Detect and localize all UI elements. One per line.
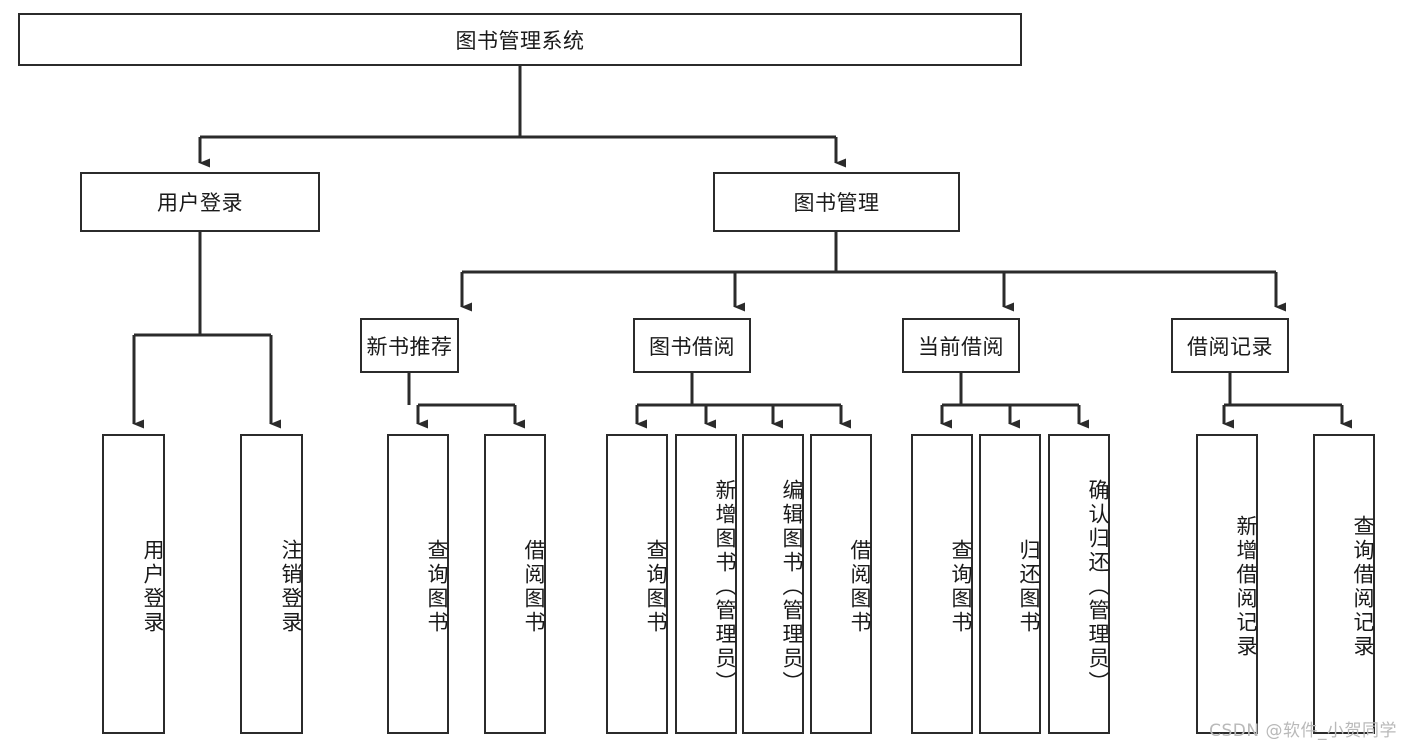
node-label: 查询借阅记录	[1351, 515, 1375, 659]
node-book-borrow[interactable]: 图书借阅	[633, 318, 751, 373]
node-label: 当前借阅	[918, 334, 1004, 359]
node-label: 查询图书	[425, 539, 449, 635]
node-leaf-borrow-book-borrow[interactable]: 借阅图书	[810, 434, 872, 734]
node-new-book-recommend[interactable]: 新书推荐	[360, 318, 459, 373]
connector-root-to-level2	[198, 66, 846, 168]
node-label: 图书管理系统	[455, 28, 585, 53]
connector-book-manage-to-level3	[460, 232, 1286, 312]
node-label: 图书借阅	[649, 334, 735, 359]
node-book-manage[interactable]: 图书管理	[713, 172, 960, 232]
node-label: 新增借阅记录	[1234, 515, 1258, 659]
node-label: 用户登录	[141, 539, 165, 635]
node-label: 查询图书	[644, 539, 668, 635]
watermark-text: CSDN @软件_小贺同学	[1209, 721, 1397, 741]
node-leaf-user-login[interactable]: 用户登录	[102, 434, 165, 734]
node-label: 新增图书（管理员）	[713, 479, 737, 695]
node-leaf-query-book-borrow[interactable]: 查询图书	[606, 434, 668, 734]
node-label: 用户登录	[157, 191, 243, 215]
node-leaf-edit-book-admin[interactable]: 编辑图书（管理员）	[742, 434, 804, 734]
node-leaf-query-book-rec[interactable]: 查询图书	[387, 434, 449, 734]
node-borrow-record[interactable]: 借阅记录	[1171, 318, 1289, 373]
node-label: 新书推荐	[366, 334, 453, 359]
node-label: 归还图书	[1017, 539, 1041, 635]
node-leaf-confirm-return-admin[interactable]: 确认归还（管理员）	[1048, 434, 1110, 734]
node-leaf-query-borrow-record[interactable]: 查询借阅记录	[1313, 434, 1375, 734]
node-leaf-borrow-book-rec[interactable]: 借阅图书	[484, 434, 546, 734]
connector-user-login-to-leaves	[132, 232, 281, 429]
node-book-management-system[interactable]: 图书管理系统	[18, 13, 1022, 66]
node-label: 编辑图书（管理员）	[780, 479, 804, 695]
node-leaf-logout[interactable]: 注销登录	[240, 434, 303, 734]
node-leaf-add-borrow-record[interactable]: 新增借阅记录	[1196, 434, 1258, 734]
connector-current-borrow-to-leaves	[940, 373, 1089, 429]
node-label: 借阅图书	[848, 539, 872, 635]
connector-borrow-record-to-leaves	[1222, 373, 1352, 429]
connector-book-borrow-to-leaves	[635, 373, 851, 429]
node-label: 查询图书	[949, 539, 973, 635]
connector-new-book-rec-to-leaves	[407, 373, 525, 429]
node-label: 借阅图书	[522, 539, 546, 635]
node-leaf-return-book[interactable]: 归还图书	[979, 434, 1041, 734]
node-label: 借阅记录	[1187, 334, 1273, 359]
node-leaf-add-book-admin[interactable]: 新增图书（管理员）	[675, 434, 737, 734]
node-current-borrow[interactable]: 当前借阅	[902, 318, 1020, 373]
node-label: 图书管理	[793, 191, 880, 215]
node-leaf-query-book-current[interactable]: 查询图书	[911, 434, 973, 734]
node-label: 确认归还（管理员）	[1086, 479, 1110, 695]
node-label: 注销登录	[279, 539, 303, 635]
node-user-login[interactable]: 用户登录	[80, 172, 320, 232]
